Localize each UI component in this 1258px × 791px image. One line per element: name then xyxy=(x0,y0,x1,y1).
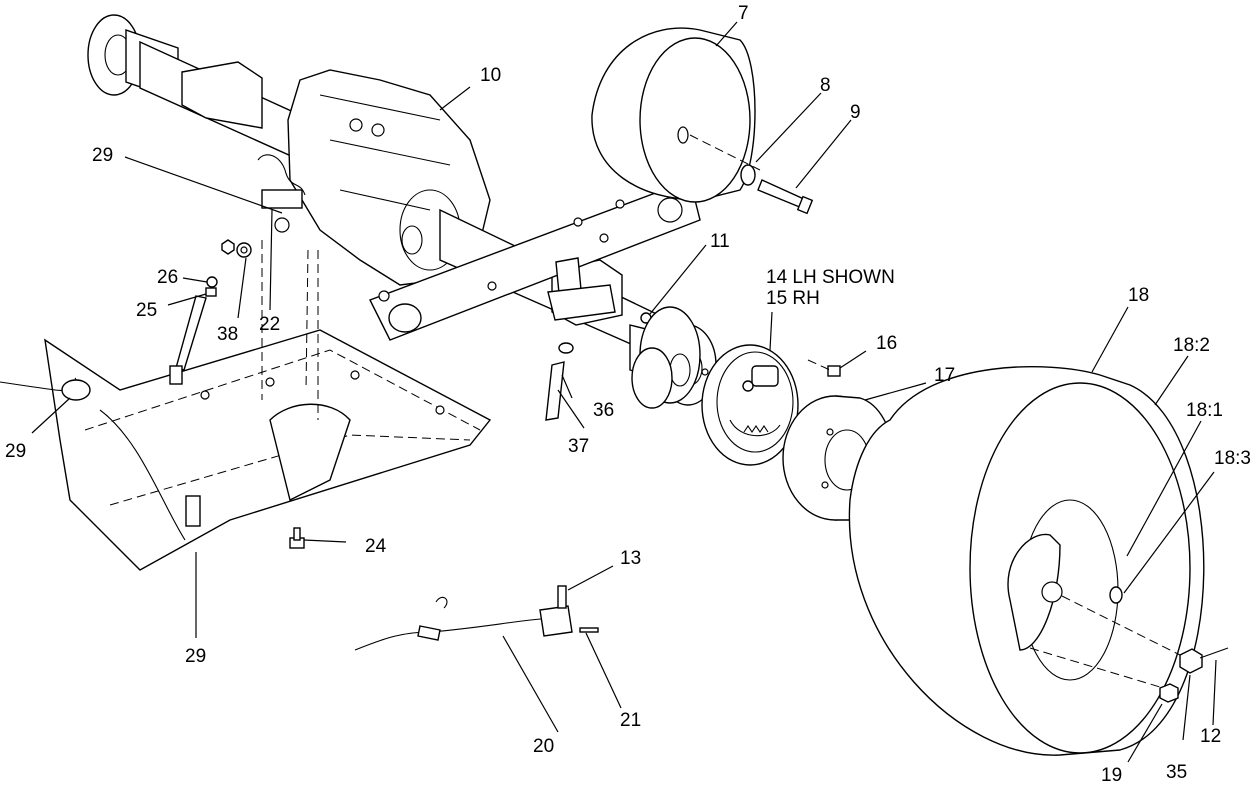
callout-35: 35 xyxy=(1166,762,1187,783)
brake-assembly xyxy=(701,344,841,466)
callout-labels: 7 8 9 10 29 11 14 LH SHOWN 15 RH 16 17 1… xyxy=(5,3,1251,786)
callout-13: 13 xyxy=(620,548,641,569)
hub-and-bracket xyxy=(545,257,701,421)
callout-17: 17 xyxy=(934,365,955,386)
callout-20: 20 xyxy=(533,736,554,757)
callout-15: 15 RH xyxy=(766,288,820,309)
frame-rail xyxy=(369,179,701,341)
callout-18-3: 18:3 xyxy=(1214,448,1251,469)
callout-11: 11 xyxy=(710,231,730,252)
callout-37: 37 xyxy=(568,436,589,457)
callout-12: 12 xyxy=(1200,726,1221,747)
callout-8: 8 xyxy=(820,75,831,96)
left-hardware xyxy=(169,239,319,549)
callout-29-left: 29 xyxy=(5,441,26,462)
callout-24: 24 xyxy=(365,536,387,557)
lower-frame xyxy=(0,329,492,571)
brake-cable xyxy=(354,585,599,651)
callout-18-1: 18:1 xyxy=(1186,400,1223,421)
callout-29-bottom: 29 xyxy=(185,646,206,667)
callout-9: 9 xyxy=(850,102,861,123)
callout-25: 25 xyxy=(136,300,157,321)
callout-18: 18 xyxy=(1128,285,1149,306)
callout-14: 14 LH SHOWN xyxy=(766,267,895,288)
callout-16: 16 xyxy=(876,333,897,354)
callout-38: 38 xyxy=(217,324,238,345)
callout-22: 22 xyxy=(259,314,280,335)
callout-21: 21 xyxy=(620,710,641,731)
callout-29-top: 29 xyxy=(92,145,113,166)
callout-7: 7 xyxy=(738,3,749,24)
wheel-tire xyxy=(848,366,1229,756)
callout-36: 36 xyxy=(593,400,614,421)
leader-lines xyxy=(31,21,1217,763)
callout-19: 19 xyxy=(1101,765,1122,786)
callout-18-2: 18:2 xyxy=(1173,335,1210,356)
callout-26: 26 xyxy=(157,267,178,288)
callout-10: 10 xyxy=(480,65,501,86)
spare-hub-7 xyxy=(591,27,814,215)
